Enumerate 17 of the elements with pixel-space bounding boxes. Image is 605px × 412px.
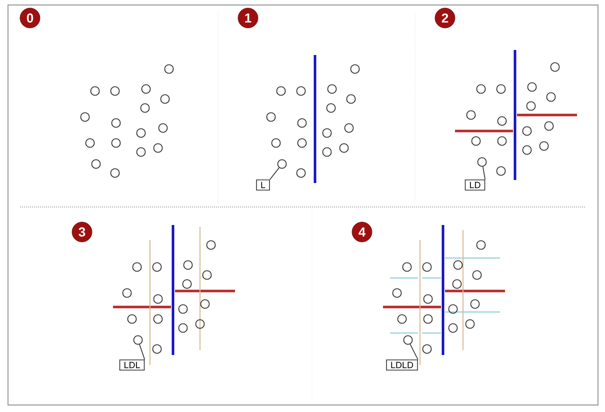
leader-line <box>139 344 146 360</box>
code-label-box: LD <box>464 180 486 190</box>
data-point <box>403 335 413 345</box>
code-label-box: L <box>256 180 270 190</box>
data-point <box>277 159 287 169</box>
data-point <box>477 157 487 167</box>
step-badge: 1 <box>238 8 258 28</box>
leader-line <box>270 167 280 180</box>
code-label-box: LDLD <box>386 360 418 370</box>
leader-line <box>410 344 418 360</box>
step-badge: 4 <box>352 222 372 242</box>
leader-line <box>482 166 486 180</box>
step-badge: 0 <box>20 8 40 28</box>
data-point <box>133 335 143 345</box>
code-label-box: LDL <box>119 360 145 370</box>
step-badge: 2 <box>434 8 456 28</box>
step-badge: 3 <box>72 222 92 242</box>
